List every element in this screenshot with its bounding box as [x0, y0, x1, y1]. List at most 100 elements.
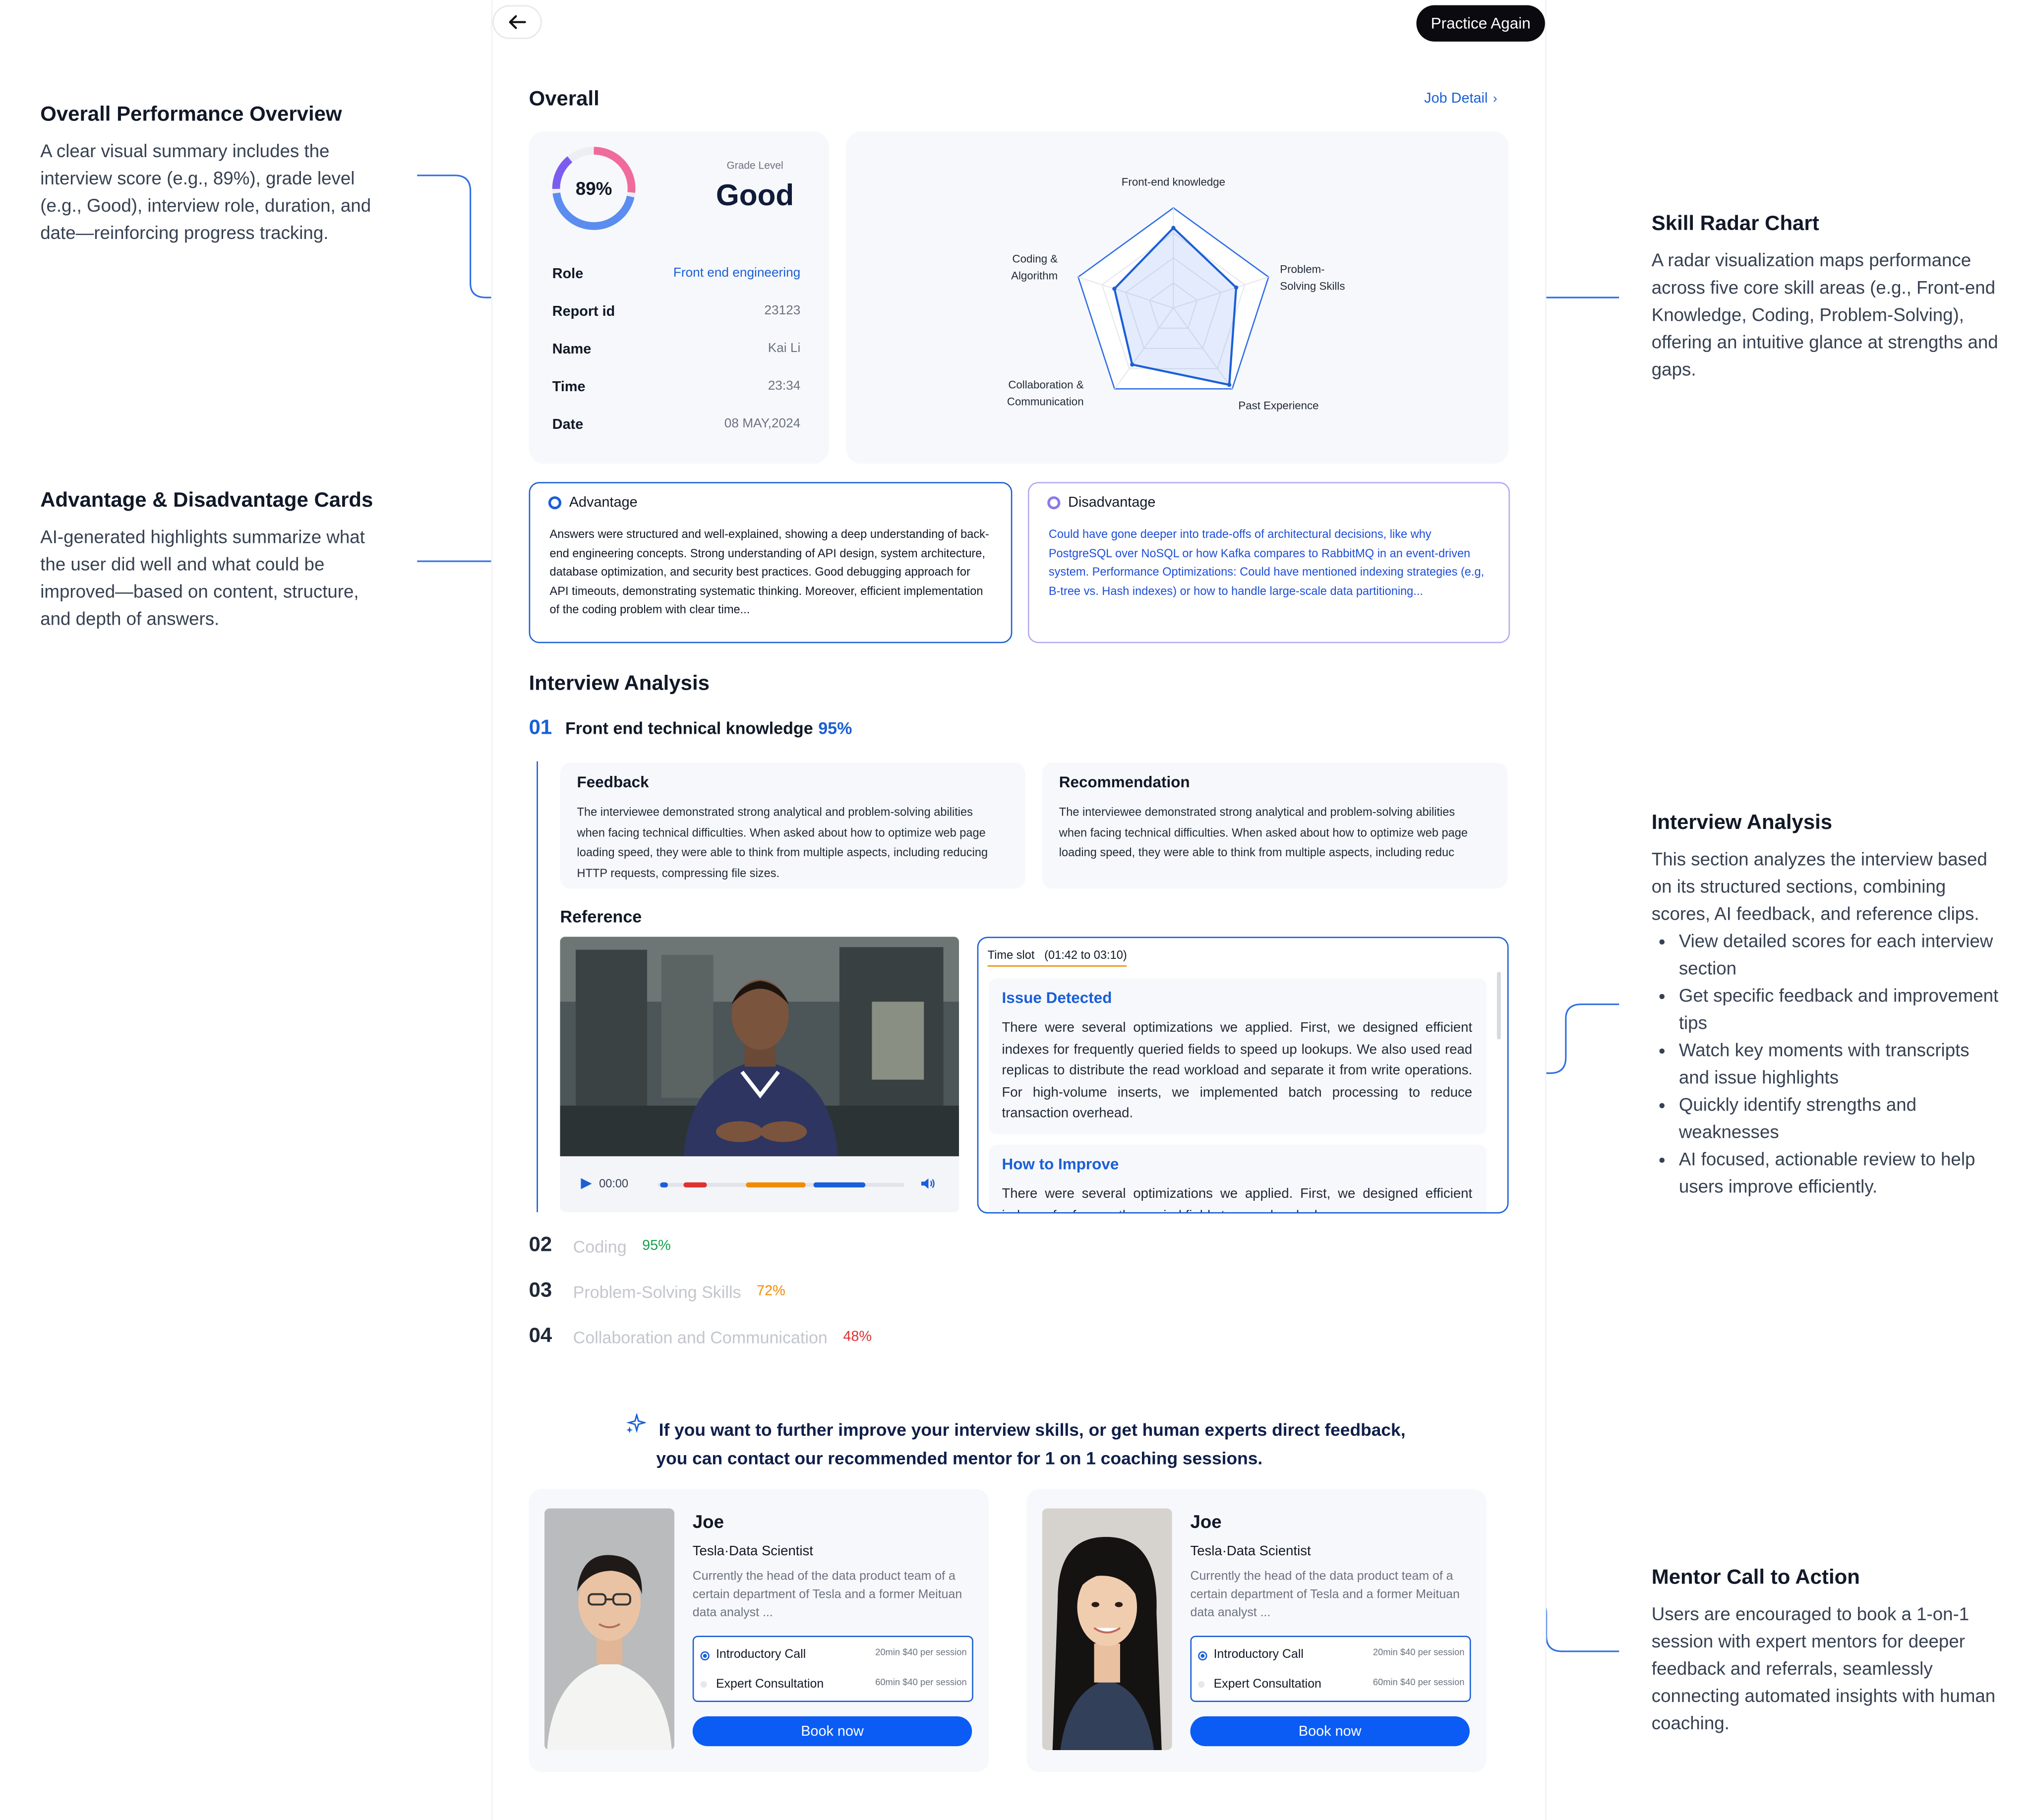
annotation-title: Advantage & Disadvantage Cards [40, 489, 373, 512]
volume-icon[interactable] [920, 1176, 935, 1191]
score-ring [552, 147, 636, 230]
radar-grid-ring [1149, 282, 1198, 329]
section-percent: 48% [843, 1329, 872, 1345]
annotation-radar: Skill Radar Chart A radar visualization … [1652, 213, 2003, 383]
radar-data-point [1227, 382, 1232, 387]
book-now-button[interactable]: Book now [1190, 1716, 1470, 1747]
session-option-expert[interactable]: Expert Consultation 60min $40 per sessio… [700, 1675, 967, 1696]
section-number: 04 [529, 1325, 552, 1348]
book-now-button[interactable]: Book now [692, 1716, 972, 1747]
info-row: Report id 23123 [552, 304, 801, 325]
disadvantage-card: Disadvantage Could have gone deeper into… [1027, 482, 1510, 644]
time-slot-range: (01:42 to 03:10) [1044, 948, 1127, 962]
section-percent: 72% [757, 1284, 785, 1299]
radar-axis-label: Algorithm [1011, 269, 1058, 282]
option-price: 60min $40 per session [875, 1678, 967, 1688]
session-option-expert[interactable]: Expert Consultation 60min $40 per sessio… [1198, 1675, 1464, 1696]
session-option-introductory[interactable]: Introductory Call 20min $40 per session [1198, 1645, 1464, 1666]
mentor-cta-text: If you want to further improve your inte… [656, 1416, 1491, 1473]
annotation-advantage: Advantage & Disadvantage Cards AI-genera… [40, 490, 391, 633]
reference-title: Reference [560, 907, 642, 927]
session-option-introductory[interactable]: Introductory Call 20min $40 per session [700, 1645, 967, 1666]
play-icon[interactable]: ▶ [581, 1175, 592, 1192]
feedback-text: The interviewee demonstrated strong anal… [577, 805, 988, 879]
info-key: Role [552, 266, 584, 282]
feedback-title: Feedback [577, 773, 649, 791]
time-slot-panel[interactable]: Time slot (01:42 to 03:10) Issue Detecte… [977, 937, 1509, 1214]
annotation-title: Interview Analysis [1651, 812, 1833, 834]
sparkle-icon [626, 1413, 646, 1433]
radar-data-point [1171, 226, 1176, 230]
section-name: Front end technical knowledge [565, 718, 813, 738]
disadvantage-text: Could have gone deeper into trade-offs o… [1048, 527, 1485, 597]
radar-grid-ring [1101, 232, 1246, 369]
practice-again-button[interactable]: Practice Again [1416, 5, 1545, 42]
radio-unselected-icon [1198, 1681, 1205, 1688]
section-01-header[interactable]: 01 Front end technical knowledge 95% [529, 717, 852, 741]
improve-text: There were several optimizations we appl… [1002, 1186, 1473, 1212]
recommendation-title: Recommendation [1059, 773, 1190, 791]
annotation-overview: Overall Performance Overview A clear vis… [40, 104, 391, 247]
issue-text: There were several optimizations we appl… [1002, 1020, 1473, 1122]
annotation-body: A radar visualization maps performance a… [1651, 249, 1998, 380]
annotation-bullet: Watch key moments with transcripts and i… [1679, 1037, 2003, 1091]
mentor-photo [1042, 1508, 1172, 1750]
radar-axis-label: Coding & [1013, 252, 1058, 265]
section-divider [537, 761, 538, 1213]
annotation-bullet-list: View detailed scores for each interview … [1652, 928, 2003, 1200]
mentor-name: Joe [1190, 1511, 1222, 1532]
radar-grid-ring [1125, 257, 1222, 349]
annotation-title: Overall Performance Overview [40, 104, 342, 126]
info-value: 23123 [764, 304, 801, 319]
radar-axis-label: Communication [1007, 396, 1084, 408]
section-number: 02 [529, 1234, 552, 1257]
mentor-role: Tesla·Data Scientist [692, 1543, 813, 1559]
analysis-title: Interview Analysis [529, 673, 710, 696]
disadvantage-dot-icon [1047, 496, 1061, 510]
grade-value: Good [716, 178, 794, 212]
radar-axis-line [1173, 276, 1269, 309]
info-key: Report id [552, 304, 615, 320]
annotation-title: Skill Radar Chart [1651, 213, 1819, 235]
score-value: 89% [575, 178, 612, 199]
video-progress-track[interactable] [657, 1182, 904, 1188]
annotation-bullet: Get specific feedback and improvement ti… [1679, 982, 2003, 1037]
section-percent: 95% [818, 718, 852, 738]
overall-title: Overall [529, 88, 599, 111]
grade-label: Grade Level [726, 160, 783, 172]
radar-axis-line [1078, 276, 1174, 309]
radar-data-point [1112, 287, 1117, 291]
annotation-body: A clear visual summary includes the inte… [40, 140, 371, 243]
panel-scrollbar[interactable] [1496, 972, 1501, 1040]
job-detail-link[interactable]: Job Detail › [1424, 91, 1497, 106]
radar-axis-line [1173, 307, 1233, 389]
advantage-title: Advantage [569, 495, 638, 511]
session-options: Introductory Call 20min $40 per session … [1190, 1636, 1471, 1702]
info-key: Time [552, 379, 586, 395]
info-value: 08 MAY,2024 [724, 417, 801, 432]
back-button[interactable] [492, 5, 542, 39]
option-label: Expert Consultation [1213, 1677, 1321, 1692]
radio-unselected-icon [700, 1681, 707, 1688]
radio-selected-icon [1198, 1651, 1207, 1661]
annotation-bullet: Quickly identify strengths and weaknesse… [1679, 1091, 2003, 1146]
info-key: Date [552, 417, 584, 433]
disadvantage-title: Disadvantage [1068, 495, 1156, 511]
radar-axis-label: Solving Skills [1280, 280, 1345, 292]
how-to-improve-block: How to Improve There were several optimi… [989, 1144, 1487, 1213]
annotation-analysis: Interview Analysis This section analyzes… [1652, 812, 2003, 1201]
radar-data-area [1113, 226, 1238, 386]
radar-axis-label: Past Experience [1238, 399, 1318, 411]
recommendation-text: The interviewee demonstrated strong anal… [1059, 805, 1468, 859]
option-price: 60min $40 per session [1373, 1678, 1465, 1688]
reference-video[interactable]: ▶ 00:00 [560, 937, 959, 1213]
cta-line-1: If you want to further improve your inte… [658, 1420, 1406, 1440]
